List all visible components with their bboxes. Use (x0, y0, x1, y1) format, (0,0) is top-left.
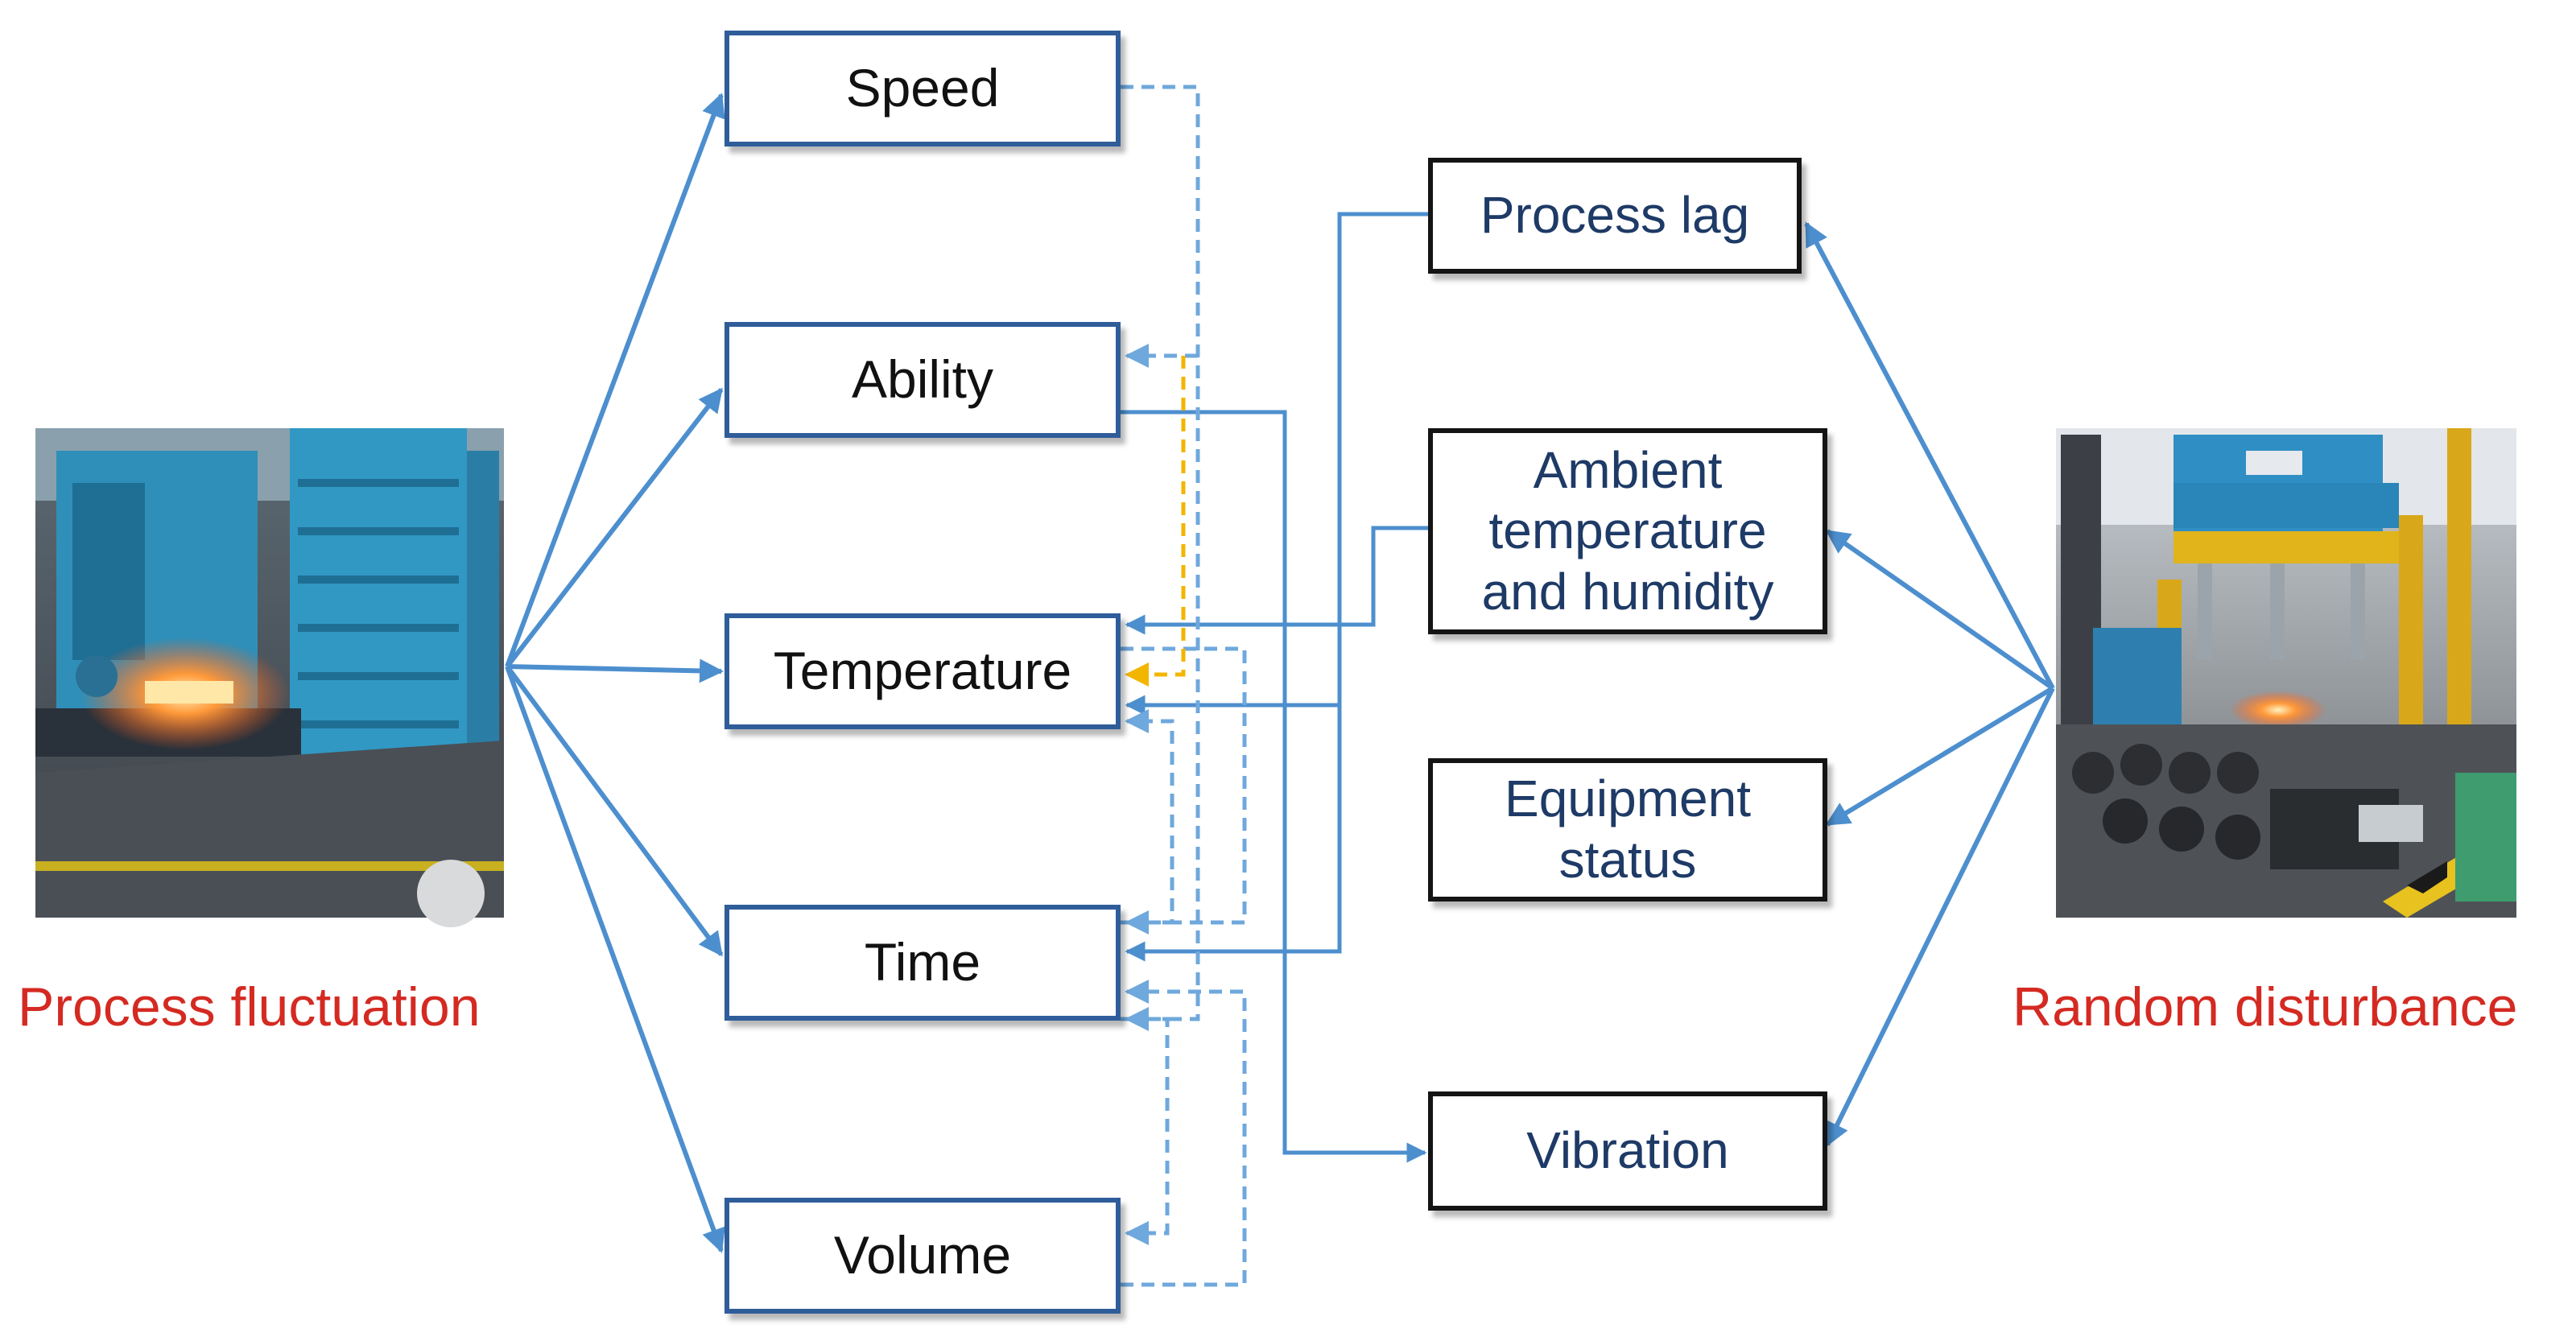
dashed-time-to-temperature (1121, 709, 1174, 925)
temperature-label: Temperature (773, 641, 1072, 701)
process-fluctuation-caption: Process fluctuation (18, 976, 481, 1038)
ambient-box: Ambient temperature and humidity (1428, 428, 1827, 634)
equipment-label-line1: Equipment (1505, 770, 1751, 828)
volume-box: Volume (724, 1198, 1121, 1314)
dashed-speed-feedback (1121, 85, 1200, 1031)
process-fluctuation-photo (35, 428, 504, 927)
equipment-status-box: Equipment status (1428, 758, 1827, 902)
arrow-to-equipment-status (1825, 686, 2054, 827)
random-disturbance-caption: Random disturbance (2013, 976, 2518, 1038)
speed-box: Speed (724, 31, 1121, 146)
ability-box: Ability (724, 322, 1121, 438)
equipment-label-line2: status (1558, 831, 1697, 889)
process-lag-label: Process lag (1480, 186, 1750, 245)
time-label: Time (864, 932, 981, 992)
process-fluctuation-arrows (505, 93, 725, 1253)
dashed-time-to-volume (1121, 1017, 1170, 1245)
link-ambient-to-temperature (1125, 526, 1430, 635)
cross-links (1121, 212, 1430, 1163)
dashed-ability-to-temperature (1125, 356, 1186, 687)
arrow-to-temperature (506, 658, 724, 683)
dashed-temperature-to-time (1121, 646, 1247, 935)
dashed-volume-to-time (1121, 980, 1247, 1287)
arrow-to-process-lag (1804, 221, 2055, 690)
dashed-links (1121, 85, 1247, 1287)
link-ability-to-vibration (1121, 410, 1427, 1163)
ambient-label-line3: and humidity (1481, 562, 1774, 621)
arrow-to-vibration (1825, 687, 2055, 1147)
process-lag-box: Process lag (1428, 158, 1802, 274)
arrow-to-time (505, 665, 724, 957)
highlight-link (1125, 356, 1186, 687)
random-disturbance-arrows (1804, 221, 2055, 1147)
vibration-box: Vibration (1428, 1091, 1827, 1211)
speed-label: Speed (845, 58, 1000, 118)
ability-label: Ability (851, 349, 994, 410)
vibration-label: Vibration (1526, 1121, 1729, 1180)
random-disturbance-photo (2056, 428, 2516, 918)
arrow-to-volume (505, 665, 725, 1253)
arrow-to-speed (505, 93, 725, 668)
ambient-label-line2: temperature (1488, 501, 1767, 560)
link-process-lag-to-temperature-and-time (1125, 212, 1430, 962)
volume-label: Volume (833, 1225, 1012, 1285)
temperature-box: Temperature (724, 613, 1121, 729)
arrow-to-ambient (1825, 529, 2054, 691)
ambient-label-line1: Ambient (1533, 440, 1723, 499)
arrow-to-ability (505, 387, 724, 668)
time-box: Time (724, 905, 1121, 1021)
